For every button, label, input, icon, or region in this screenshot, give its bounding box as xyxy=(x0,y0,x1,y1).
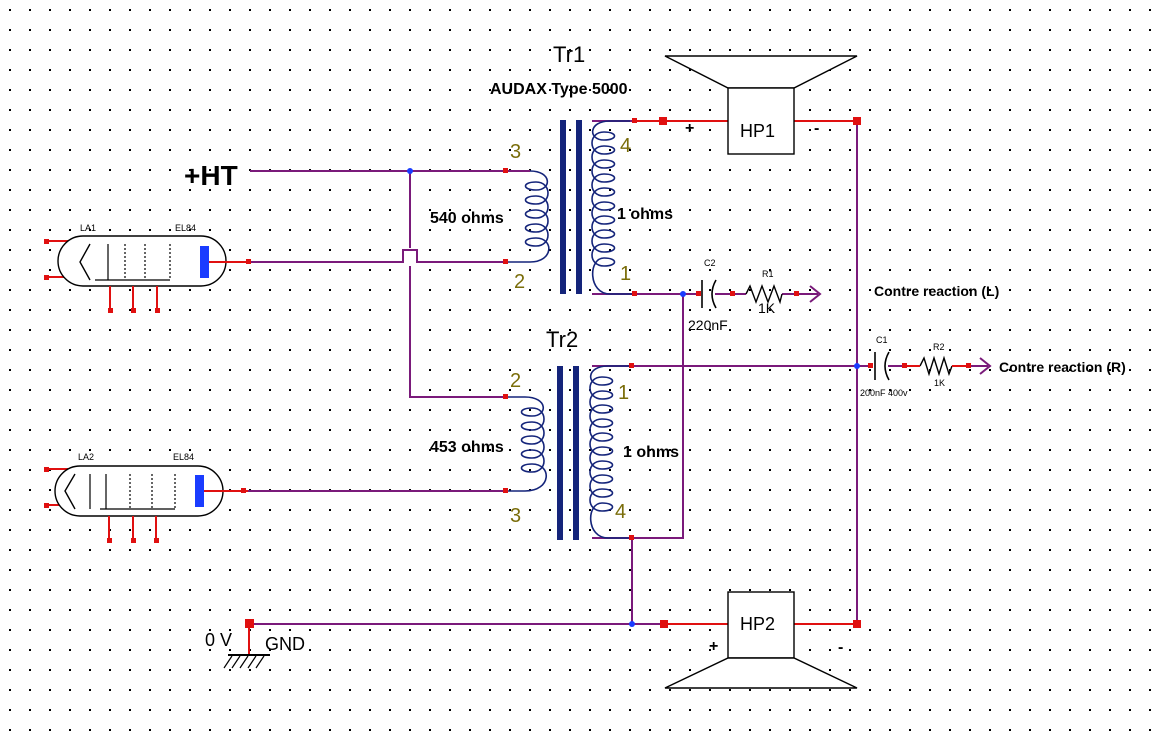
r2-value: 1K xyxy=(934,378,945,388)
hp1-ref: HP1 xyxy=(740,121,775,141)
ground-symbol xyxy=(223,654,270,669)
hp1-minus: - xyxy=(814,120,819,137)
speaker-hp2 xyxy=(664,591,858,689)
c1-value: 200nF 400v xyxy=(860,388,908,398)
wire-l-to-tr2 xyxy=(632,294,684,539)
wire-ht-tr2 xyxy=(409,266,505,398)
hp2-ref: HP2 xyxy=(740,614,775,634)
ht-rail-label: +HT xyxy=(184,160,238,191)
tr1-pin-secondary-top: 4 xyxy=(620,135,631,157)
wire-la1-tr1 xyxy=(248,249,505,263)
arrow-contre-r xyxy=(979,357,992,375)
tr2-pin-primary-bottom: 3 xyxy=(510,505,521,527)
tr1-primary-impedance: 540 ohms xyxy=(430,210,504,227)
r1-ref: R1 xyxy=(762,269,774,279)
tr1-primary-coil xyxy=(505,170,550,263)
c1-ref: C1 xyxy=(876,335,888,345)
c2-ref: C2 xyxy=(704,258,716,268)
tr2-secondary-impedance: 1 ohms xyxy=(623,444,679,461)
tr1-pin-primary-bottom: 2 xyxy=(514,271,525,293)
connection-pads xyxy=(245,117,971,628)
tr2-name: Tr2 xyxy=(546,327,578,352)
speaker-hp1 xyxy=(664,55,858,155)
tr1-subtitle: AUDAX Type 5000 xyxy=(490,81,628,98)
tr2-primary-impedance: 453 ohms xyxy=(430,439,504,456)
tube-la1 xyxy=(44,235,251,313)
tr1-secondary-impedance: 1 ohms xyxy=(617,206,673,223)
r2-ref: R2 xyxy=(933,342,945,352)
contre-reaction-right: Contre reaction (R) xyxy=(999,359,1126,375)
hp1-plus: + xyxy=(685,120,694,137)
tr1-pin-primary-top: 3 xyxy=(510,141,521,163)
capacitor-c1 xyxy=(874,351,890,381)
tube-la2-ref: LA2 xyxy=(78,452,94,462)
tube-la2-type: EL84 xyxy=(173,452,194,462)
arrow-contre-l xyxy=(809,285,822,303)
tr1-core xyxy=(560,120,582,294)
gnd-label: GND xyxy=(265,634,305,654)
tr2-secondary-coil xyxy=(589,365,632,539)
tr2-pin-secondary-top: 1 xyxy=(618,382,629,404)
c2-value: 220nF xyxy=(688,317,728,333)
tube-la2 xyxy=(44,465,248,543)
tr2-pin-primary-top: 2 xyxy=(510,370,521,392)
tr2-pin-secondary-bottom: 4 xyxy=(615,501,626,523)
tr2-core xyxy=(557,366,579,540)
hp2-plus: + xyxy=(709,638,718,655)
capacitor-c2 xyxy=(701,279,717,309)
tr2-primary-coil xyxy=(505,396,547,492)
zero-v-label: 0 V xyxy=(205,630,232,650)
tube-la1-type: EL84 xyxy=(175,223,196,233)
tr1-secondary-coil xyxy=(591,120,632,295)
junction-nodes xyxy=(407,168,860,627)
hp2-minus: - xyxy=(838,639,843,656)
tr1-name: Tr1 xyxy=(553,42,585,67)
contre-reaction-left: Contre reaction (L) xyxy=(874,283,999,299)
resistor-r1 xyxy=(745,284,783,305)
r1-value: 1K xyxy=(758,300,776,316)
tr1-pin-secondary-bottom: 1 xyxy=(620,263,631,285)
tube-la1-ref: LA1 xyxy=(80,223,96,233)
